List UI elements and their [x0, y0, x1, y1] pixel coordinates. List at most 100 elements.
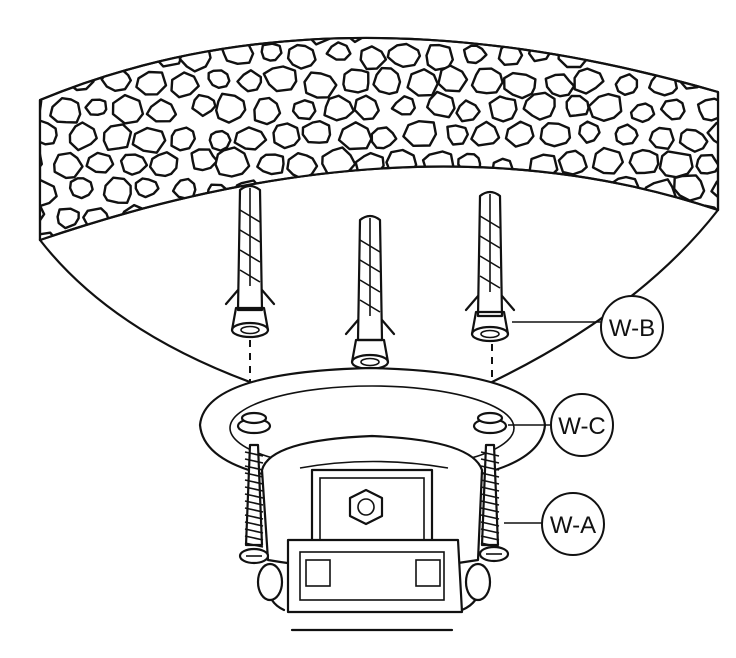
stone	[148, 151, 179, 178]
stone	[701, 0, 723, 11]
stone	[207, 69, 231, 90]
stone	[455, 99, 481, 123]
stone	[221, 0, 247, 15]
stone	[387, 206, 421, 236]
stone	[565, 94, 590, 118]
stone	[68, 121, 98, 152]
stone	[426, 90, 456, 119]
thread-line	[480, 507, 500, 513]
stone	[446, 124, 469, 146]
stone	[208, 129, 232, 152]
stone	[390, 95, 416, 116]
stone	[587, 92, 623, 123]
stone	[659, 98, 686, 121]
stone	[665, 204, 692, 229]
stone	[637, 231, 673, 241]
stone	[602, 0, 625, 13]
stone	[153, 0, 182, 15]
stone	[528, 153, 559, 180]
stone	[370, 180, 404, 205]
stone	[201, 37, 235, 41]
stone	[557, 149, 588, 176]
thread-line	[480, 514, 500, 520]
stone	[85, 151, 115, 174]
stone	[236, 69, 263, 93]
stone	[648, 126, 675, 151]
screw-left-threads	[244, 451, 264, 548]
stone	[528, 203, 550, 224]
stone	[462, 44, 488, 65]
wall-anchor-right	[464, 190, 516, 343]
stone	[120, 0, 149, 14]
stone	[457, 152, 482, 174]
thread-line	[244, 465, 264, 471]
stone	[439, 37, 467, 42]
stone	[678, 128, 709, 153]
stone	[402, 119, 438, 148]
stone	[145, 98, 178, 123]
stone	[253, 96, 282, 126]
callout-wb: W-B	[600, 295, 664, 359]
stone	[202, 229, 235, 241]
thread-line	[244, 479, 264, 485]
stone	[67, 14, 96, 36]
stone	[301, 119, 332, 144]
stone	[411, 37, 440, 39]
stone	[470, 67, 504, 95]
stone	[406, 68, 439, 97]
stone	[658, 150, 694, 179]
stone	[103, 237, 128, 241]
stone	[206, 183, 230, 206]
stone	[171, 15, 200, 36]
stone	[139, 228, 167, 241]
stone	[260, 42, 283, 62]
stone	[425, 204, 452, 225]
screw-right-threads	[480, 451, 500, 548]
stone	[340, 181, 366, 204]
wall-anchor-left	[224, 184, 276, 339]
stone	[280, 197, 319, 228]
stone	[611, 236, 634, 241]
stone	[68, 177, 94, 200]
stone	[442, 234, 466, 241]
stone	[82, 45, 106, 70]
leader-lines	[504, 321, 604, 524]
stone	[131, 126, 167, 154]
wall-anchor-center	[344, 214, 396, 371]
washer-right	[472, 411, 508, 435]
stone	[305, 173, 339, 200]
stone	[578, 120, 601, 144]
stone	[710, 174, 718, 203]
thread-line	[480, 521, 500, 527]
thread-line	[244, 535, 264, 541]
stone	[326, 207, 348, 227]
stone	[111, 93, 145, 125]
thread-line	[244, 542, 264, 548]
stone	[185, 0, 215, 13]
stone	[291, 99, 317, 121]
stone	[662, 0, 685, 11]
stone	[539, 121, 572, 148]
stone	[233, 126, 268, 151]
stone	[580, 17, 603, 37]
stone	[268, 230, 298, 241]
stone	[577, 231, 604, 241]
stone	[40, 37, 65, 40]
stone	[52, 37, 82, 65]
thread-line	[480, 535, 500, 541]
thread-line	[244, 458, 264, 464]
mounting-base	[198, 366, 547, 632]
stone	[438, 177, 468, 203]
stone	[272, 122, 301, 150]
stone	[425, 0, 452, 14]
stone	[674, 37, 706, 40]
stone	[154, 203, 186, 231]
stone	[134, 177, 160, 199]
stone	[62, 230, 97, 241]
callout-wa-label: W-A	[550, 512, 596, 539]
stone	[629, 102, 656, 124]
callout-wc-label: W-C	[558, 413, 606, 440]
stone	[165, 232, 199, 241]
callout-wa: W-A	[541, 492, 605, 556]
stone	[40, 38, 47, 64]
